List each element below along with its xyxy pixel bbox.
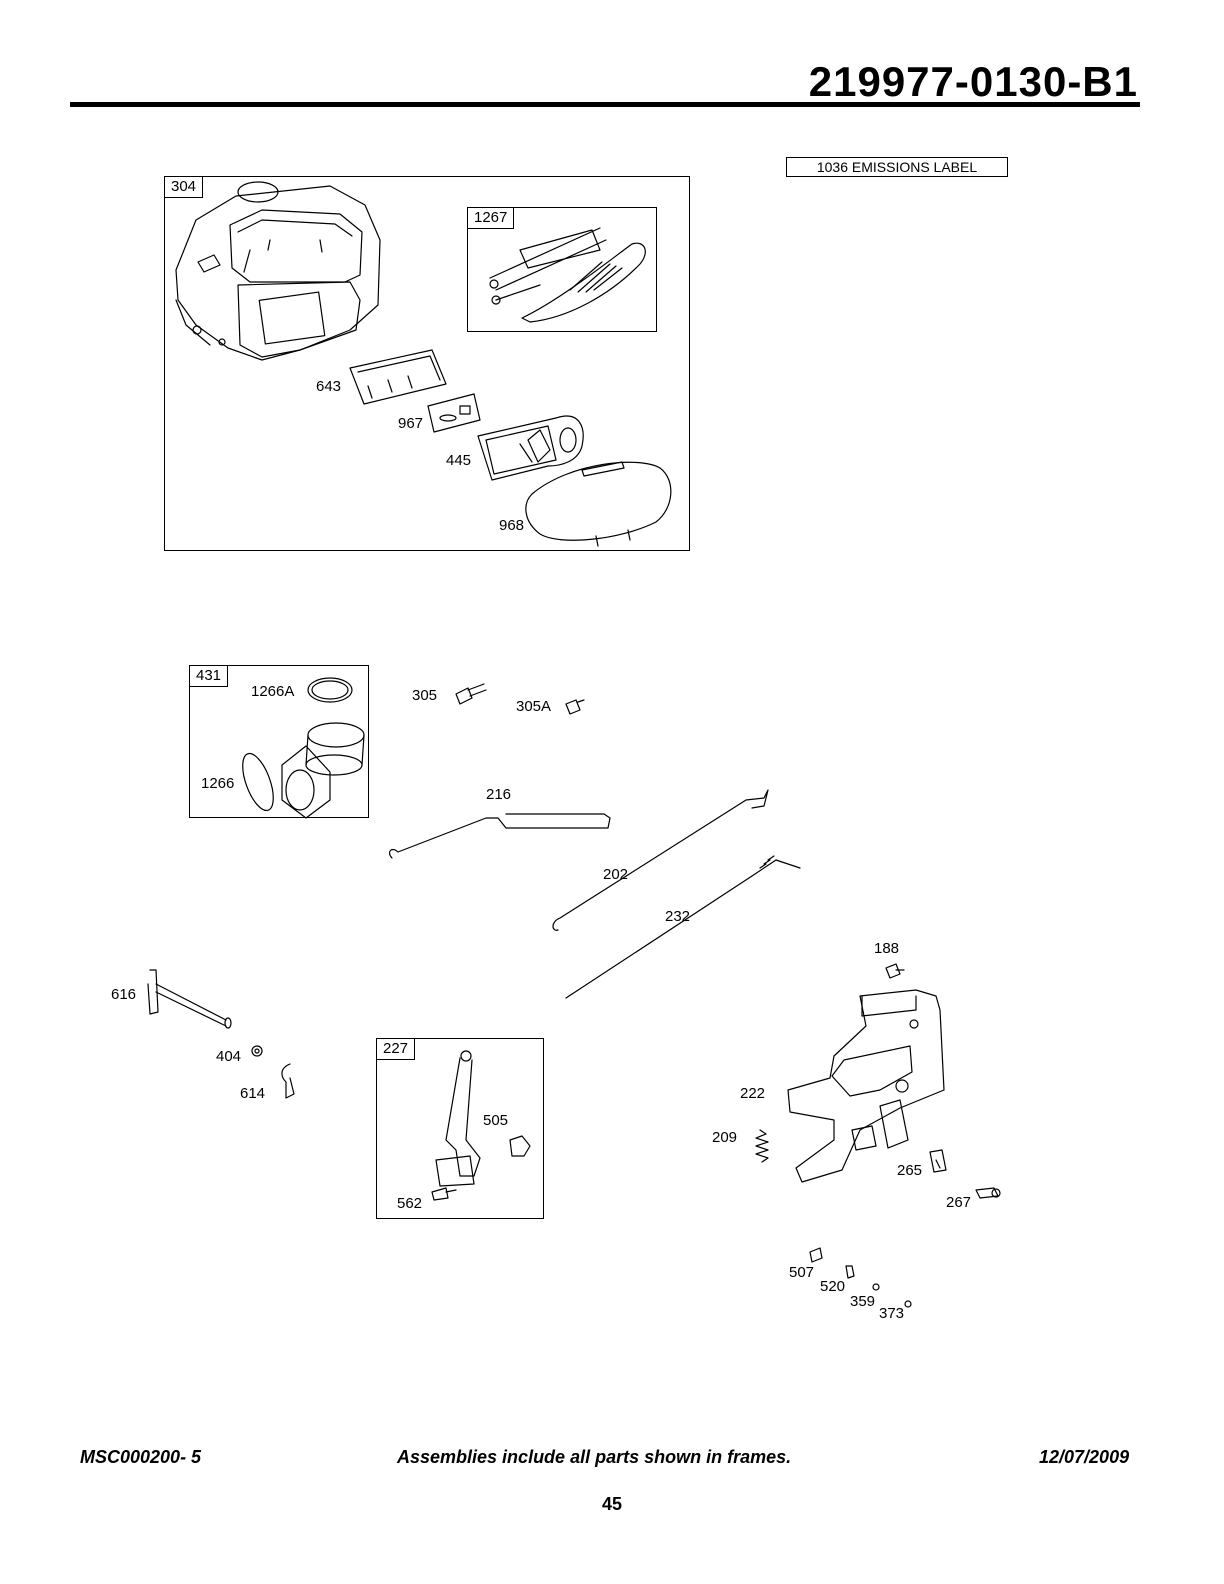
label-1266A: 1266A [251, 683, 295, 700]
label-267: 267 [946, 1194, 972, 1211]
label-373: 373 [879, 1305, 905, 1322]
label-445: 445 [446, 452, 472, 469]
frame-lever-kit: 227 [376, 1038, 544, 1219]
assemblies-note: Assemblies include all parts shown in fr… [397, 1447, 792, 1467]
label-222: 222 [740, 1085, 766, 1102]
screw-267-drawing [975, 1187, 1001, 1199]
screw-188-drawing [885, 963, 905, 979]
label-1266: 1266 [201, 775, 235, 792]
hardware-507-373-drawing [809, 1247, 912, 1308]
handle-kit-drawing [489, 227, 646, 323]
label-967: 967 [398, 415, 424, 432]
label-209: 209 [712, 1129, 738, 1146]
part-643-drawing [349, 349, 447, 405]
emissions-label-box: 1036 EMISSIONS LABEL [786, 157, 1008, 177]
frame-tag-1267: 1267 [467, 207, 515, 229]
label-507: 507 [789, 1264, 815, 1281]
part-967-drawing [427, 393, 481, 433]
control-bracket-222-drawing [787, 989, 945, 1183]
blower-housing-drawing [175, 181, 381, 361]
part-968-drawing [525, 461, 672, 547]
bolt-305A-drawing [565, 699, 585, 715]
label-616: 616 [111, 986, 137, 1003]
frame-tag-431: 431 [189, 665, 229, 687]
intake-kit-drawing [242, 677, 365, 819]
shaft-616-drawing [147, 969, 232, 1029]
rod-202-drawing [552, 789, 769, 931]
label-232: 232 [665, 908, 691, 925]
washer-404-drawing [251, 1045, 263, 1057]
spring-209-drawing [755, 1129, 769, 1163]
label-202: 202 [603, 866, 629, 883]
frame-tag-304: 304 [164, 176, 204, 198]
label-562: 562 [397, 1195, 423, 1212]
part-445-drawing [477, 415, 584, 481]
label-520: 520 [820, 1278, 846, 1295]
doc-code: MSC000200- 5 [80, 1447, 202, 1467]
label-305A: 305A [516, 698, 552, 715]
pin-614-drawing [281, 1063, 295, 1099]
header-rule [70, 102, 1140, 107]
frame-intake-kit: 431 [189, 665, 369, 818]
frame-tag-227: 227 [376, 1038, 416, 1060]
link-216-drawing [388, 813, 611, 859]
model-number: 219977-0130-B1 [808, 58, 1138, 105]
label-968: 968 [499, 517, 525, 534]
label-216: 216 [486, 786, 512, 803]
clip-265-drawing [929, 1149, 947, 1173]
label-643: 643 [316, 378, 342, 395]
label-505: 505 [483, 1112, 509, 1129]
label-404: 404 [216, 1048, 242, 1065]
bolt-305-drawing [455, 683, 487, 705]
label-188: 188 [874, 940, 900, 957]
label-305: 305 [412, 687, 438, 704]
label-265: 265 [897, 1162, 923, 1179]
frame-blower-housing: 304 [164, 176, 690, 551]
lever-227-drawing [431, 1050, 531, 1201]
page-number: 45 [601, 1494, 623, 1514]
label-359: 359 [850, 1293, 876, 1310]
frame-handle-kit: 1267 [467, 207, 657, 332]
doc-date: 12/07/2009 [1039, 1447, 1130, 1467]
spring-232-drawing [565, 855, 801, 999]
label-614: 614 [240, 1085, 266, 1102]
